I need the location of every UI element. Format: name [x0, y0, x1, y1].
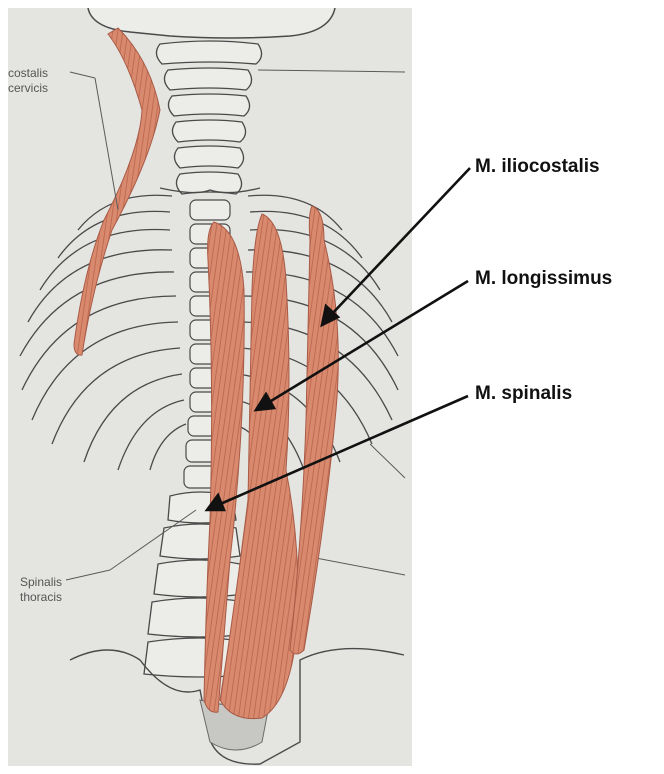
spinalis-thoracis-label: Spinalis thoracis — [20, 575, 62, 605]
iliocostalis-cervicis-label: costalis cervicis — [8, 66, 48, 96]
callout-longissimus: M. longissimus — [475, 268, 612, 290]
iliocostalis-cervicis-line2: cervicis — [8, 81, 48, 96]
spinalis-thoracis-line2: thoracis — [20, 590, 62, 605]
iliocostalis-cervicis-line1: costalis — [8, 66, 48, 81]
callout-spinalis: M. spinalis — [475, 383, 572, 405]
callout-iliocostalis: M. iliocostalis — [475, 156, 600, 178]
spinalis-thoracis-line1: Spinalis — [20, 575, 62, 590]
